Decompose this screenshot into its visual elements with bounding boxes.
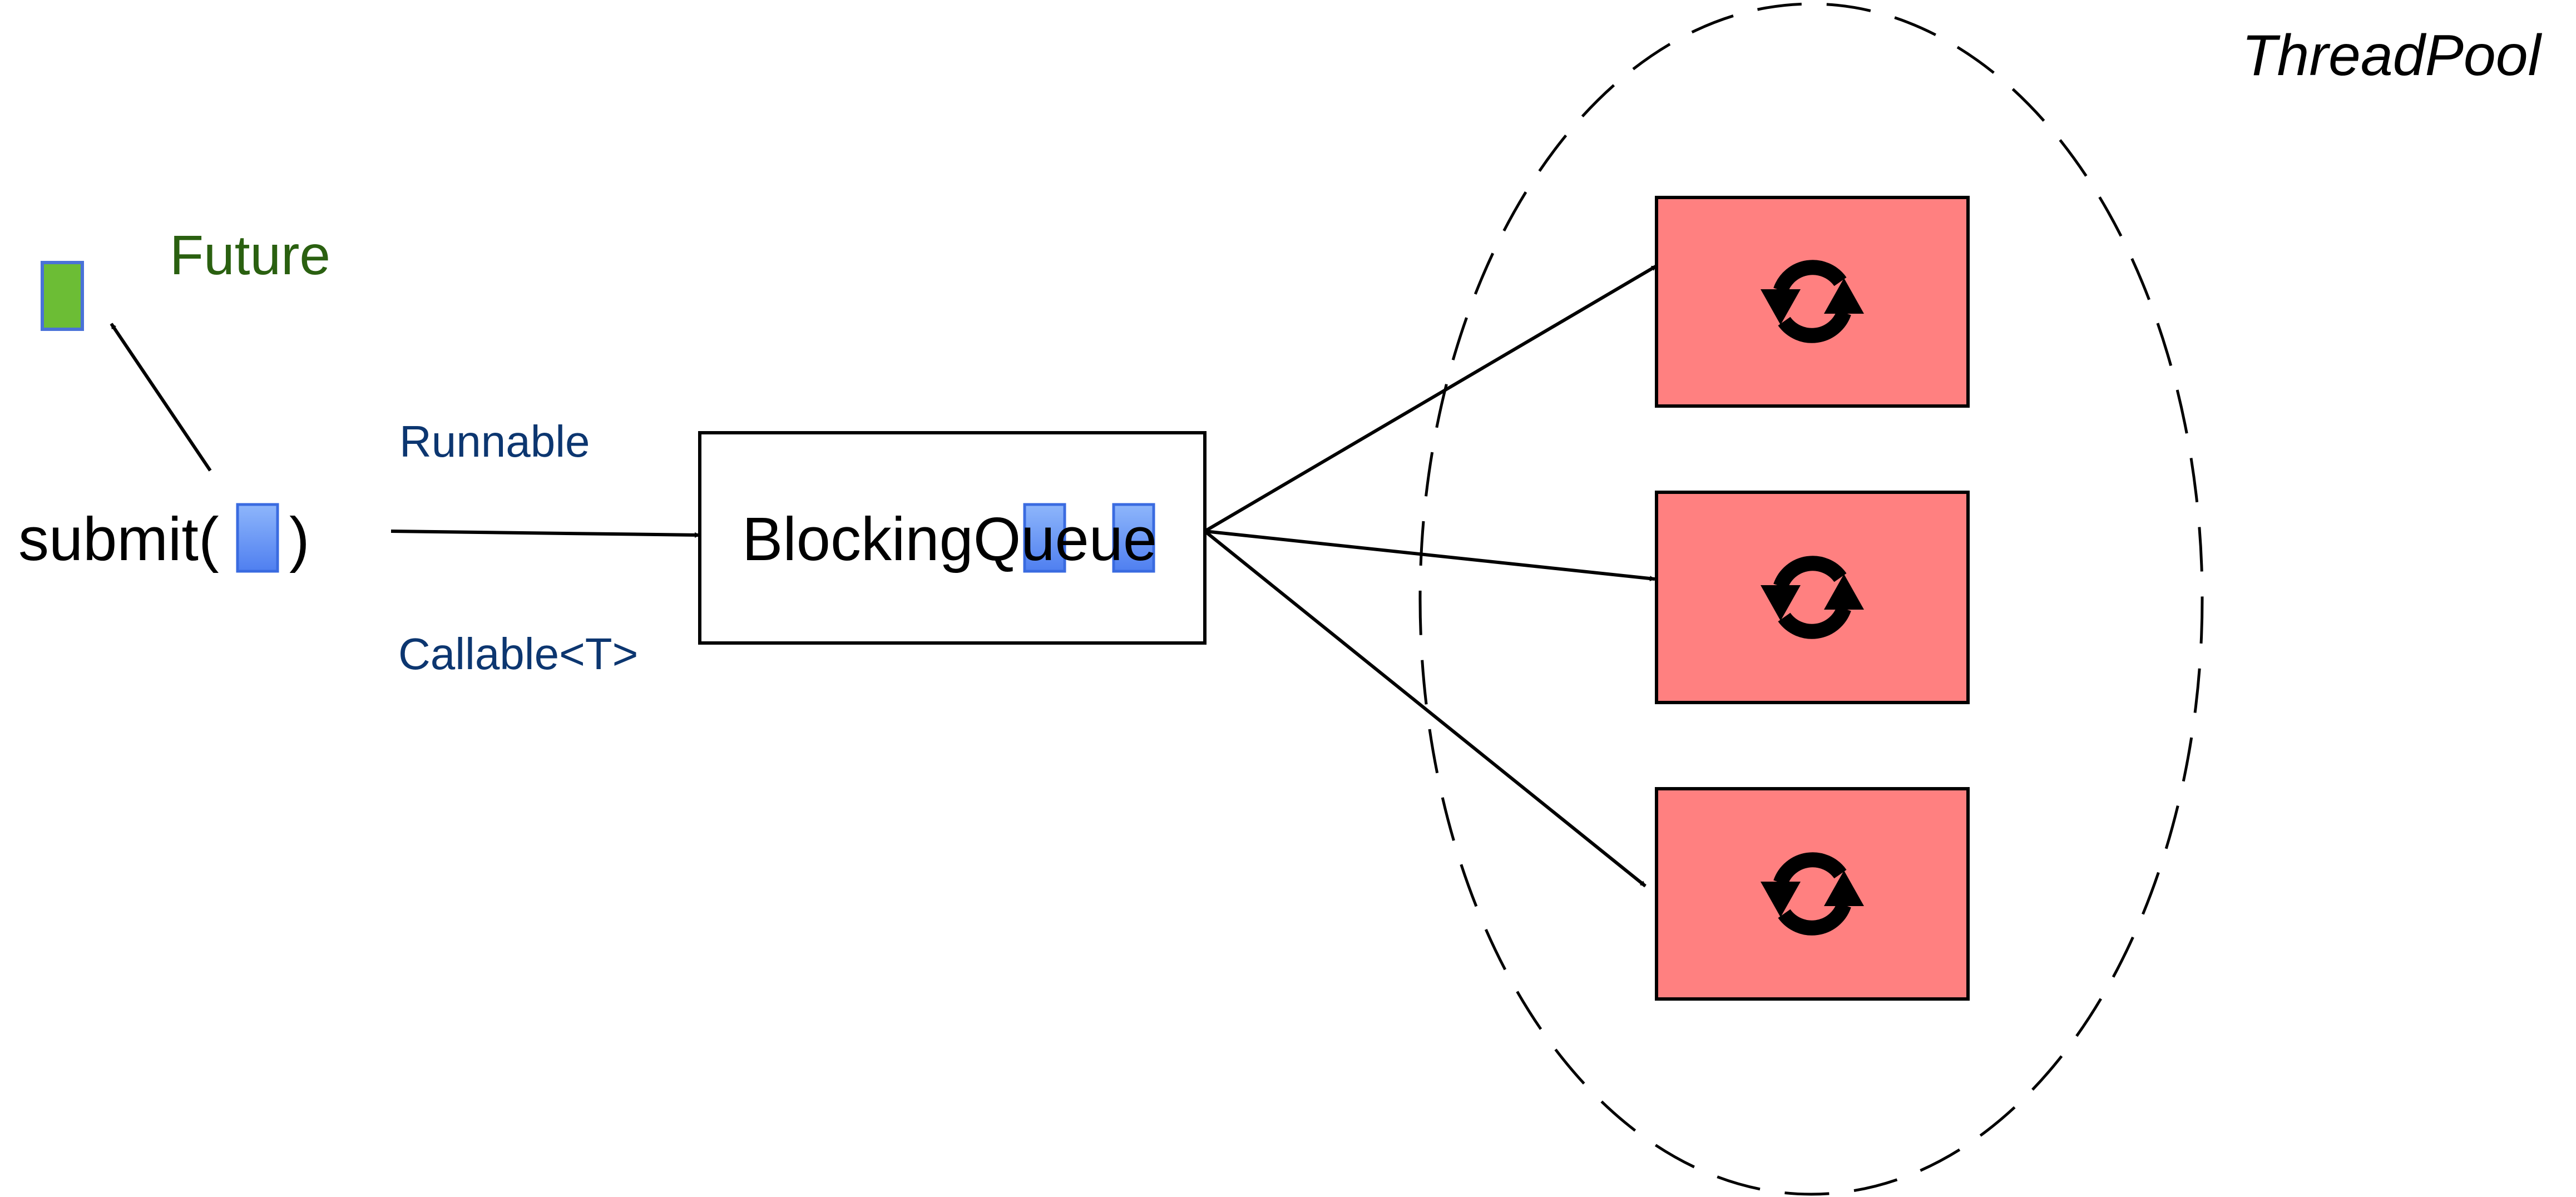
callable-label: Callable<T>: [398, 629, 638, 679]
submit-close-text: ): [289, 505, 310, 573]
blocking-queue-label: BlockingQueue: [742, 505, 1157, 573]
queued-task-1: [1023, 503, 1066, 573]
arrow-queue-to-worker-2: [1204, 530, 1655, 582]
worker-thread-3: [1655, 787, 1970, 1001]
arrow-queue-to-worker-1: [1204, 264, 1658, 533]
future-result-box: [41, 261, 84, 331]
threadpool-label: ThreadPool: [2242, 23, 2543, 88]
worker-thread-2: [1655, 491, 1970, 704]
arrow-submit-to-future: [110, 323, 212, 472]
threadpool-boundary: [1418, 2, 2204, 1196]
queued-task-2: [1112, 503, 1155, 573]
arrow-submit-to-queue: [390, 530, 700, 538]
future-label: Future: [170, 224, 330, 286]
arrow-queue-to-worker-3: [1204, 530, 1647, 888]
runnable-label: Runnable: [399, 417, 590, 466]
submit-open-text: submit(: [18, 505, 219, 573]
worker-thread-1: [1655, 196, 1970, 408]
submitted-task-box: [236, 503, 279, 573]
